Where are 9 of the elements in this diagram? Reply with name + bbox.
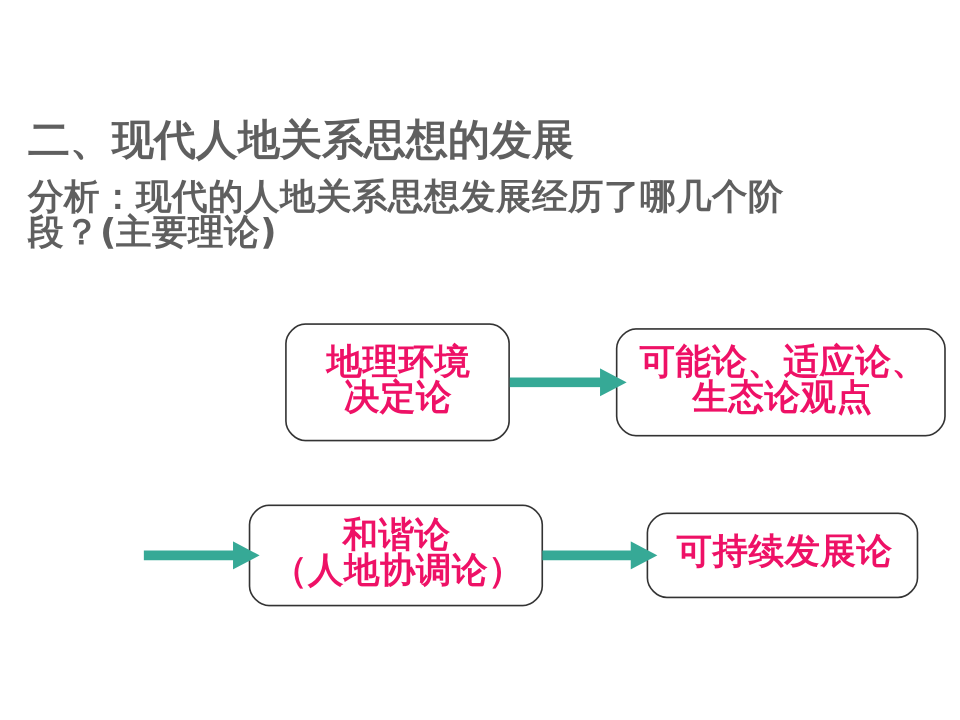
diagram-title: 二、现代人地关系思想的发展 <box>28 114 574 164</box>
arrow <box>510 368 627 396</box>
arrow <box>542 540 658 569</box>
arrow <box>144 540 260 569</box>
node-box: 地理环境决定论 <box>285 322 510 441</box>
node-box: 可持续发展论 <box>646 512 918 598</box>
label: 分析：现代的人地关系思想发展经历了哪几个阶段？(主要理论) <box>28 176 784 253</box>
node-box: 可能论、适应论、生态论观点 <box>616 328 946 436</box>
node-box: 和谐论（人地协调论） <box>248 504 544 606</box>
